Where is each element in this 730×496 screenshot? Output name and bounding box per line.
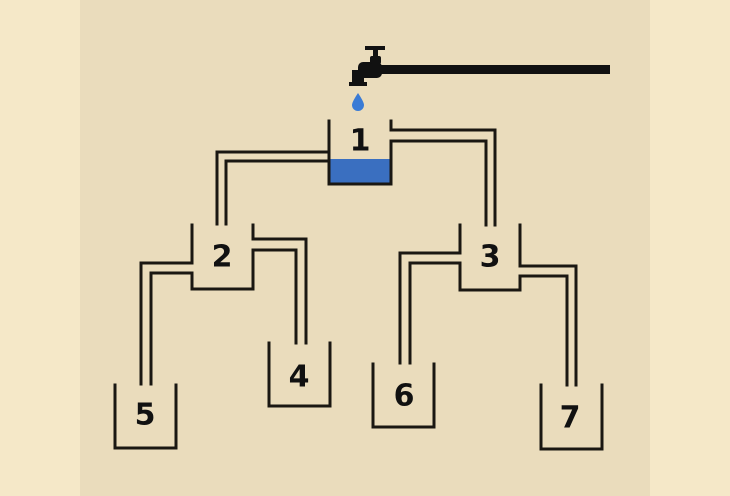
right-margin	[650, 0, 730, 496]
tank-7: 7	[539, 383, 604, 451]
tank-label: 4	[289, 360, 310, 395]
tank-label: 3	[480, 240, 501, 275]
pipe-3-to-6	[398, 251, 462, 365]
tank-5: 5	[113, 383, 178, 450]
tank-6: 6	[371, 362, 436, 429]
tank-4: 4	[267, 341, 332, 408]
faucet-icon	[349, 46, 610, 86]
pipe-1-to-3	[389, 128, 497, 227]
tank-2: 2	[190, 223, 255, 291]
tank-label: 1	[350, 124, 371, 159]
tank-label: 5	[135, 398, 156, 433]
tank-3: 3	[458, 223, 522, 292]
pipe-2-to-5	[139, 261, 194, 386]
pipe-3-to-7	[518, 264, 578, 387]
pipe-2-to-4	[251, 237, 308, 345]
tank-label: 7	[560, 401, 581, 436]
left-margin	[0, 0, 80, 496]
tank-label: 6	[394, 379, 415, 414]
water-drop-icon	[352, 93, 364, 111]
tank-label: 2	[212, 240, 233, 275]
pipe-1-to-2	[215, 150, 331, 226]
water-fill	[330, 159, 390, 184]
